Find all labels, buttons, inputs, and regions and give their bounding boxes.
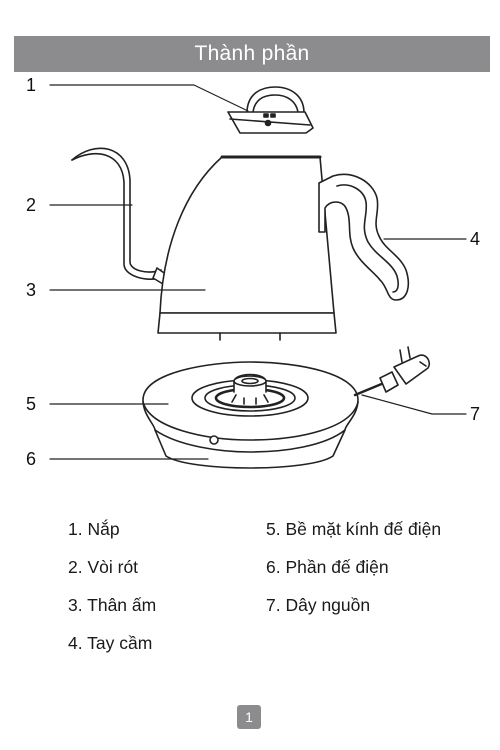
legend-item-body: 3. Thân ấm	[68, 595, 157, 615]
callout-7: 7	[470, 404, 480, 424]
legend-item-power-cord: 7. Dây nguồn	[266, 595, 371, 615]
callout-1: 1	[26, 75, 36, 95]
lid-illustration	[227, 86, 314, 134]
kettle-parts-diagram: 1 2 3 4 5 6 7	[26, 75, 480, 469]
legend-item-power-base: 6. Phần đế điện	[266, 557, 389, 577]
page-number: 1	[245, 709, 253, 725]
body-illustration	[157, 155, 337, 341]
base-illustration	[142, 361, 359, 469]
power-cord-illustration	[353, 346, 431, 397]
page-number-badge: 1	[237, 705, 261, 729]
callout-5: 5	[26, 394, 36, 414]
legend-item-lid: 1. Nắp	[68, 519, 120, 539]
section-title: Thành phần	[194, 42, 310, 65]
legend-item-spout: 2. Vòi rót	[68, 557, 139, 577]
callout-leaders	[49, 84, 467, 460]
callout-4: 4	[470, 229, 480, 249]
callout-3: 3	[26, 280, 36, 300]
callout-2: 2	[26, 195, 36, 215]
handle-illustration	[318, 173, 410, 301]
spout-illustration	[71, 147, 168, 285]
legend-item-glass-base-surface: 5. Bề mặt kính đế điện	[266, 519, 442, 539]
section-title-bar: Thành phần	[14, 36, 490, 72]
legend-item-handle: 4. Tay cầm	[68, 633, 153, 653]
callout-6: 6	[26, 449, 36, 469]
